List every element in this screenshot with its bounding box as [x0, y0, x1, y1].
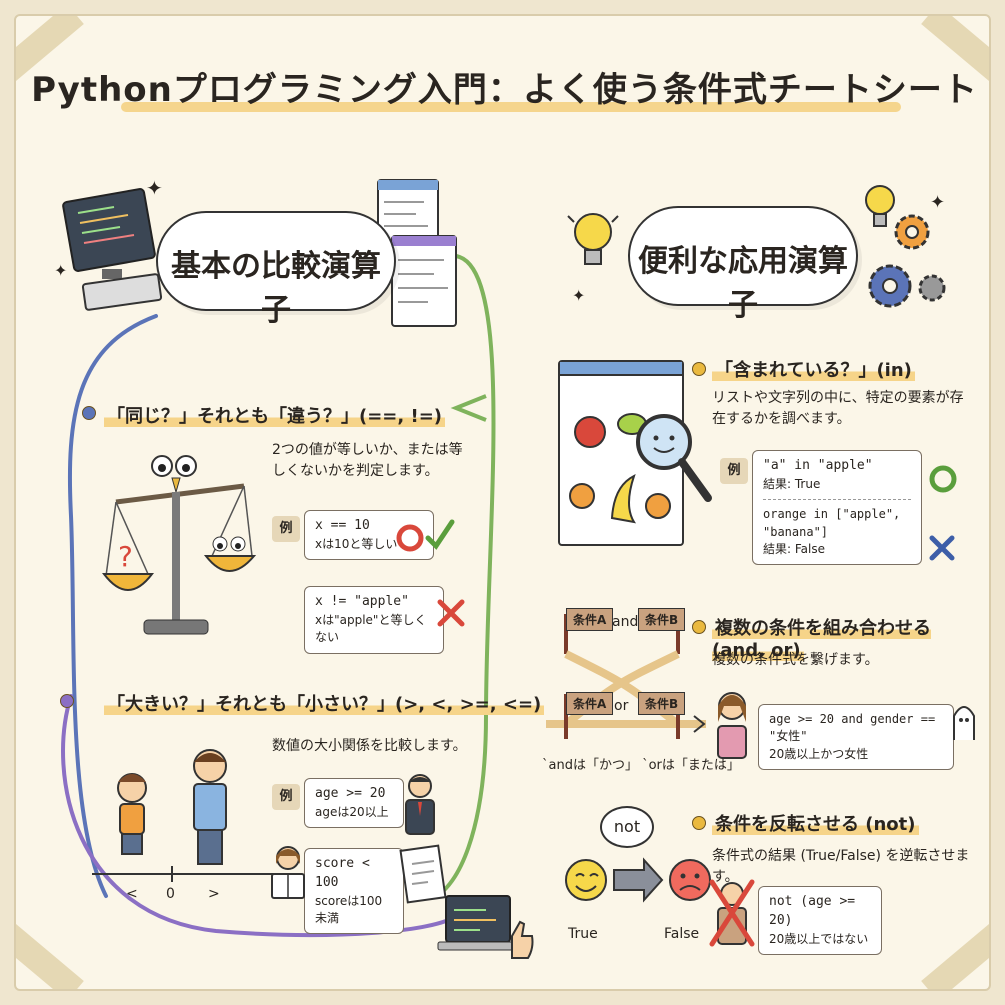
andor-section-title: 複数の条件を組み合わせる (and, or): [712, 618, 931, 661]
circle-icon: [929, 465, 957, 493]
crossed-person-icon: [709, 879, 755, 947]
right-heading-cloud: 便利な応用演算子: [628, 206, 858, 323]
title-underline: [121, 102, 901, 112]
page-title: Pythonプログラミング入門：よく使う条件式チートシート: [31, 70, 978, 110]
and-or-caption: `andは「かつ」 `orは「または」: [542, 758, 740, 773]
sparkle-icon: ✦: [572, 286, 586, 305]
eq-section-title: 「同じ？」それとも「違う？」(==, !=): [104, 402, 446, 428]
left-heading-cloud: 基本の比較演算子: [156, 211, 396, 328]
window-titlebar: [560, 362, 682, 376]
section-bullet: [692, 816, 706, 830]
result-line: 結果: True: [763, 476, 821, 491]
cmp-example-box-1: age >= 20 ageは20以上: [304, 778, 404, 829]
section-bullet: [60, 694, 74, 708]
code-line: age >= 20 and gender == "女性": [769, 712, 936, 744]
fruit-magnifier-icon: [569, 413, 712, 524]
result-line: ageは20以上: [315, 804, 389, 819]
cmp-description: 数値の大小関係を比較します。: [272, 738, 467, 754]
connector-lines: [61, 254, 496, 937]
andor-description: 複数の条件式を繋げます。: [712, 652, 879, 668]
andor-example-box: age >= 20 and gender == "女性" 20歳以上かつ女性: [758, 704, 954, 771]
balance-scale-icon: ?: [101, 455, 257, 635]
report-card-icon: [399, 844, 447, 904]
and-label: and: [612, 614, 639, 630]
sparkle-icon: ✦: [146, 176, 163, 200]
result-line: xは10と等しい: [315, 536, 398, 551]
axis-less-than: <: [126, 886, 138, 902]
true-label: True: [568, 926, 598, 942]
axis-zero: 0: [166, 886, 175, 902]
cross-icon: [437, 599, 465, 627]
sparkle-icon: ✦: [930, 192, 946, 213]
section-bullet: [692, 362, 706, 376]
section-bullet: [82, 406, 96, 420]
in-section-title: 「含まれている？」(in): [712, 356, 915, 382]
or-label: or: [614, 698, 629, 714]
true-false-faces-icon: [565, 857, 711, 903]
result-line: 結果: False: [763, 542, 825, 557]
cheatsheet-paper: Pythonプログラミング入門：よく使う条件式チートシート 基本の比較演算子: [14, 14, 991, 991]
example-tag: 例: [272, 516, 300, 542]
cross-icon: [929, 535, 955, 561]
gate-a-top: 条件A: [566, 608, 614, 631]
code-line: not (age >= 20): [769, 894, 856, 928]
axis-greater-than: >: [208, 886, 220, 902]
code-line: score < 100: [315, 856, 370, 890]
gate-a-bottom: 条件A: [566, 692, 614, 715]
gears-icon: [868, 214, 946, 308]
cmp-example-box-2: score < 100 scoreは100未満: [304, 848, 404, 935]
not-example-box: not (age >= 20) 20歳以上ではない: [758, 886, 882, 956]
code-line: x != "apple": [315, 594, 409, 609]
code-line: age >= 20: [315, 786, 386, 801]
people-number-line-icon: [92, 749, 292, 882]
left-heading: 基本の比較演算子: [171, 249, 381, 328]
false-label: False: [664, 926, 700, 942]
code-line: orange in ["apple", "banana"]: [763, 507, 901, 539]
code-line: "a" in "apple": [763, 458, 873, 473]
not-description: 条件式の結果 (True/False) を逆転させます。: [712, 848, 970, 885]
example-tag: 例: [272, 784, 300, 810]
laptop-thumbs-up-icon: [437, 895, 534, 959]
section-bullet: [692, 620, 706, 634]
result-line: xは"apple"と等しくない: [315, 612, 427, 645]
gate-b-bottom: 条件B: [638, 692, 686, 715]
eq-example-box: x == 10 xは10と等しい: [304, 510, 434, 561]
example-tag: 例: [720, 458, 748, 484]
computer-icon: [62, 188, 163, 311]
reader-icon: [271, 846, 305, 899]
in-example-box: "a" in "apple" 結果: True orange in ["appl…: [752, 450, 922, 566]
result-line: 20歳以上かつ女性: [769, 746, 869, 761]
divider: [763, 499, 911, 501]
sparkle-icon: ✦: [54, 261, 68, 280]
code-windows-icon: [377, 179, 457, 327]
in-description: リストや文字列の中に、特定の要素が存 在するかを調べます。: [712, 390, 964, 427]
eq-description: 2つの値が等しいか、または等 しくないかを判定します。: [272, 442, 463, 479]
ghost-icon: [953, 706, 975, 740]
lightbulb-icon: [865, 185, 895, 227]
lightbulb-icon: [567, 213, 619, 265]
not-speech-bubble: not: [600, 806, 654, 848]
neq-example-box: x != "apple" xは"apple"と等しくない: [304, 586, 444, 654]
right-heading: 便利な応用演算子: [638, 244, 848, 323]
cmp-section-title: 「大きい？」それとも「小さい？」(>, <, >=, <=): [104, 690, 545, 716]
circle-check-icon: [396, 519, 455, 552]
woman-icon: [717, 692, 747, 759]
result-line: scoreは100未満: [315, 893, 383, 926]
svg-text:?: ?: [118, 540, 133, 573]
code-line: x == 10: [315, 518, 370, 533]
businessman-icon: [405, 774, 435, 835]
result-line: 20歳以上ではない: [769, 931, 869, 946]
not-section-title: 条件を反転させる (not): [712, 810, 919, 836]
gate-b-top: 条件B: [638, 608, 686, 631]
